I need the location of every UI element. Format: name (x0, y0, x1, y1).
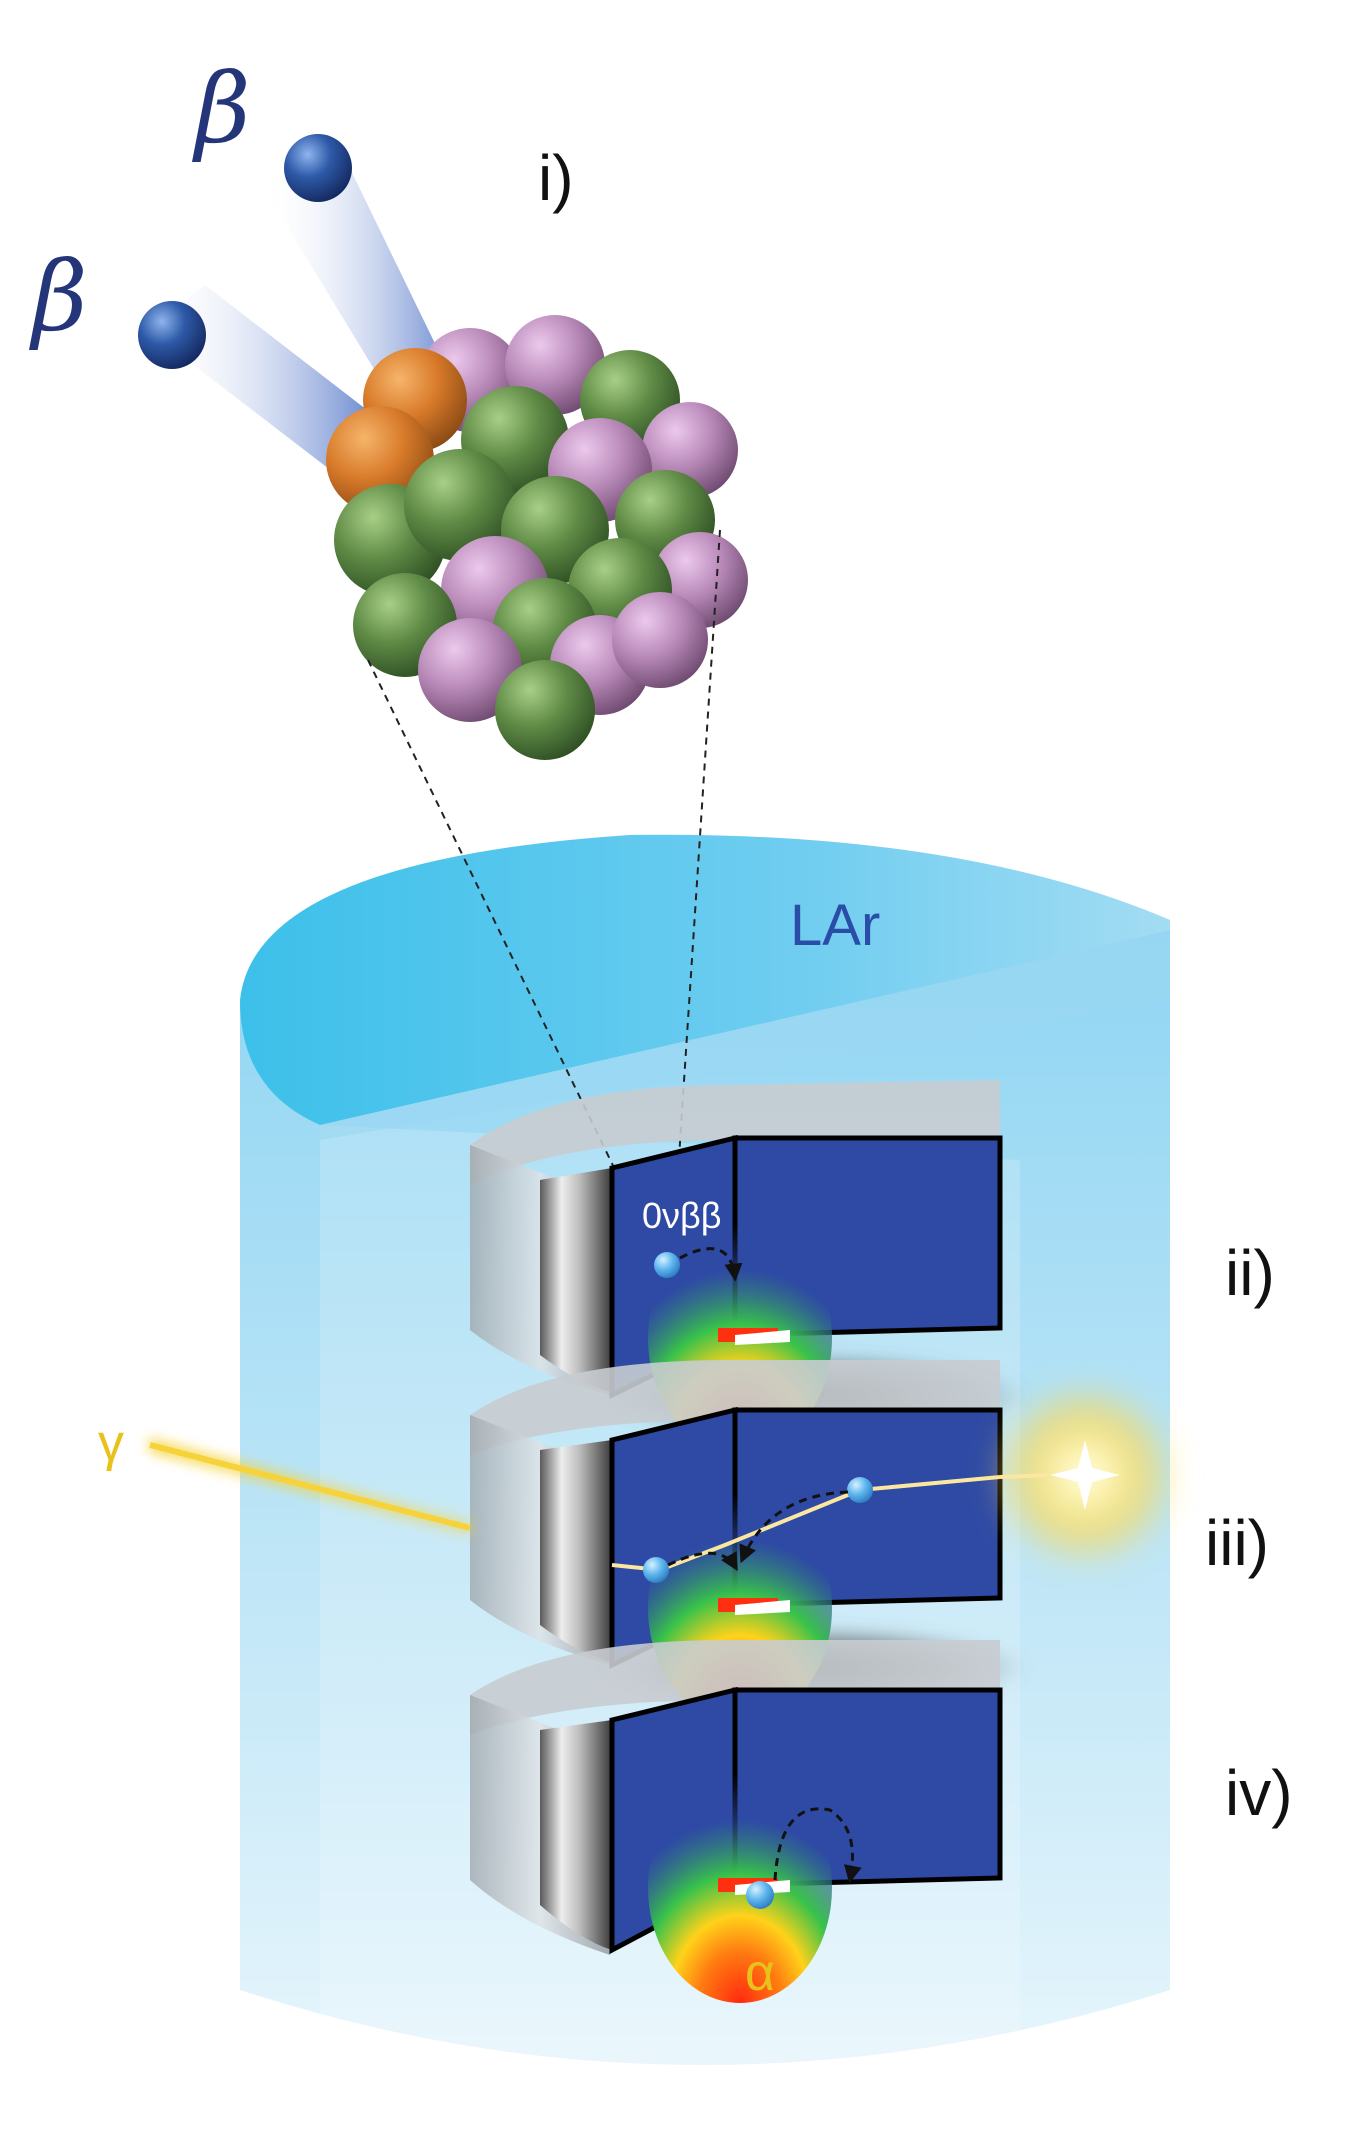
gamma-flash-icon (1050, 1440, 1120, 1510)
charge-carrier-icon (654, 1252, 680, 1278)
beta-particle-icon (138, 301, 206, 369)
detector-outer-wall (540, 1440, 612, 1662)
gamma-interaction: γ (98, 1380, 1180, 1570)
beta-label-upper: β (192, 53, 251, 165)
detector-outer-wall (540, 1168, 612, 1392)
nucleus-icon (326, 315, 748, 760)
detector-segment-icon (470, 1640, 1003, 2003)
charge-carrier-icon (847, 1477, 873, 1503)
charge-carrier-icon (643, 1557, 669, 1583)
gamma-label: γ (98, 1414, 124, 1472)
detector-outer-wall (540, 1720, 612, 1950)
alpha-label: α (745, 1944, 775, 2002)
cryostat-top-cut (320, 930, 1170, 1140)
beta-label-lower: β (29, 241, 88, 353)
charge-carrier-icon (746, 1881, 774, 1909)
zoom-lines (367, 529, 721, 1266)
lar-label: LAr (790, 893, 880, 958)
cryostat-top-left (240, 834, 1170, 1125)
step-label-i: i) (538, 142, 574, 214)
step-label-iv: iv) (1225, 1757, 1293, 1829)
step-label-iii: iii) (1205, 1507, 1269, 1579)
detector-stack: 0νββ (470, 1080, 1030, 2003)
step-label-ii: ii) (1225, 1237, 1275, 1309)
beta-particle-icon (284, 134, 352, 202)
zero-nu-bb-label: 0νββ (642, 1195, 721, 1236)
